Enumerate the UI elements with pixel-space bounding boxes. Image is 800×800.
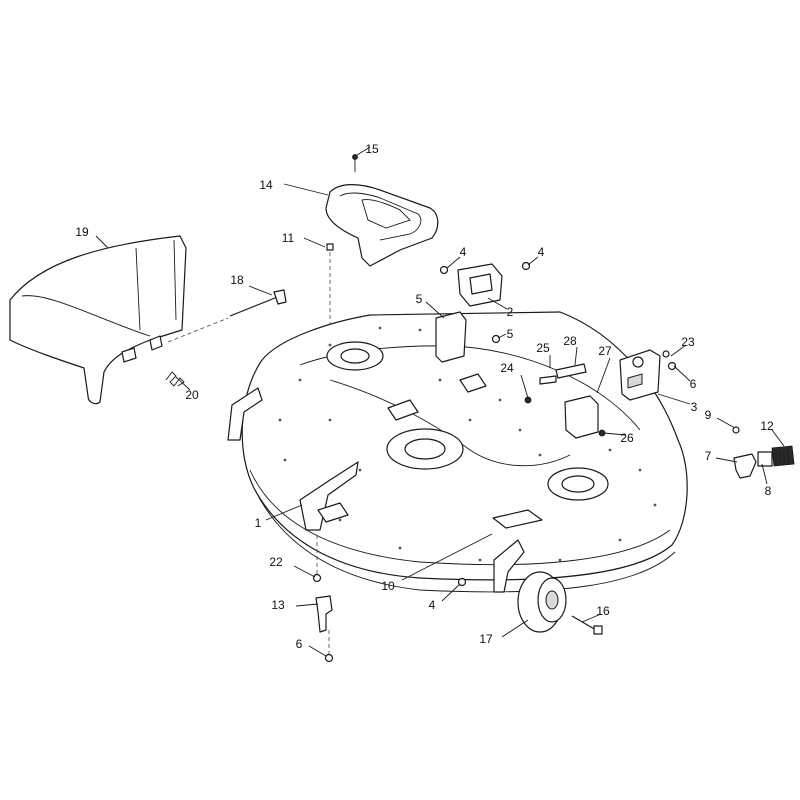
callout-c12: 12 xyxy=(760,419,774,433)
callout-c16: 16 xyxy=(596,604,610,618)
hanger-bracket-front-center xyxy=(493,539,525,593)
callout-leader-c17 xyxy=(501,619,529,638)
callout-c9: 9 xyxy=(705,408,712,422)
deck-bracket xyxy=(457,263,503,307)
lift-bracket-assembly xyxy=(524,363,606,439)
wheel-bolt xyxy=(571,615,603,635)
callout-leader-c7 xyxy=(715,457,738,463)
callout-c23: 23 xyxy=(681,335,695,349)
callout-leader-c24 xyxy=(520,374,529,399)
callout-c15: 15 xyxy=(365,142,379,156)
callout-leader-c12 xyxy=(771,429,785,447)
callout-c25: 25 xyxy=(536,341,550,355)
callout-c5b: 5 xyxy=(507,327,514,341)
callout-leader-c9 xyxy=(716,417,736,429)
bolt-vertical xyxy=(326,243,334,325)
callout-c3: 3 xyxy=(691,400,698,414)
callout-c11: 11 xyxy=(282,231,295,245)
callout-c4a: 4 xyxy=(460,245,467,259)
callout-c22: 22 xyxy=(269,555,283,569)
callout-c24: 24 xyxy=(500,361,514,375)
callout-c1: 1 xyxy=(255,516,262,530)
hanger-bracket-rear-left xyxy=(227,387,263,441)
callout-c6a: 6 xyxy=(690,377,697,391)
callout-leader-c3 xyxy=(657,393,691,405)
hanger-bracket-front-right xyxy=(299,461,359,531)
callout-leader-c1 xyxy=(265,504,303,521)
chute-rod xyxy=(167,289,287,343)
callout-leader-c5b xyxy=(497,333,507,339)
callout-leader-c4c xyxy=(441,583,461,602)
callout-leader-c26 xyxy=(603,432,626,436)
hardware-nuts xyxy=(312,261,740,663)
callout-c4c: 4 xyxy=(429,598,436,612)
callout-c26: 26 xyxy=(620,431,634,445)
callout-leader-c19 xyxy=(95,235,109,249)
callout-c7: 7 xyxy=(705,449,712,463)
callout-leader-c11 xyxy=(303,237,326,248)
callout-leader-c4b xyxy=(527,256,539,266)
callout-leader-c6a xyxy=(673,365,691,382)
callout-c18: 18 xyxy=(230,273,244,287)
callout-c20: 20 xyxy=(185,388,199,402)
callout-leader-c22 xyxy=(293,565,316,578)
callout-c17: 17 xyxy=(479,632,493,646)
callout-c27: 27 xyxy=(598,344,612,358)
callout-leader-c18 xyxy=(248,285,273,296)
callout-leader-c8 xyxy=(761,463,768,485)
callout-leader-c5a xyxy=(425,301,445,319)
callout-leader-c6b xyxy=(308,645,327,657)
callout-leader-c2 xyxy=(487,297,508,310)
callout-leader-c23 xyxy=(670,344,687,357)
deck-mount-bracket xyxy=(435,311,467,363)
callout-c28: 28 xyxy=(563,334,577,348)
callout-c13: 13 xyxy=(271,598,285,612)
callout-leader-c20 xyxy=(175,376,191,391)
callout-leader-c10 xyxy=(401,533,493,581)
callout-c5a: 5 xyxy=(416,292,423,306)
callout-leader-c28 xyxy=(574,346,578,366)
callout-leader-c27 xyxy=(596,357,611,394)
callout-leader-c15 xyxy=(356,146,371,156)
callout-leader-c16 xyxy=(581,613,602,623)
callout-c6b: 6 xyxy=(296,637,303,651)
discharge-chute xyxy=(9,235,187,405)
callout-leader-c13 xyxy=(295,603,319,607)
callout-c10: 10 xyxy=(381,579,395,593)
callout-c2: 2 xyxy=(507,305,514,319)
callout-c4b: 4 xyxy=(538,245,545,259)
callout-c19: 19 xyxy=(75,225,89,239)
torsion-spring xyxy=(165,371,185,387)
screw-top xyxy=(352,154,358,172)
roller-axle-assembly xyxy=(733,445,795,479)
callout-c14: 14 xyxy=(259,178,273,192)
spindle-cover xyxy=(325,184,439,267)
deck-bracket-side xyxy=(619,349,661,401)
callout-leader-c4a xyxy=(446,256,461,269)
gauge-wheel xyxy=(517,571,567,633)
callout-c8: 8 xyxy=(765,484,772,498)
gauge-bracket xyxy=(315,595,333,633)
callout-leader-c14 xyxy=(283,183,329,196)
